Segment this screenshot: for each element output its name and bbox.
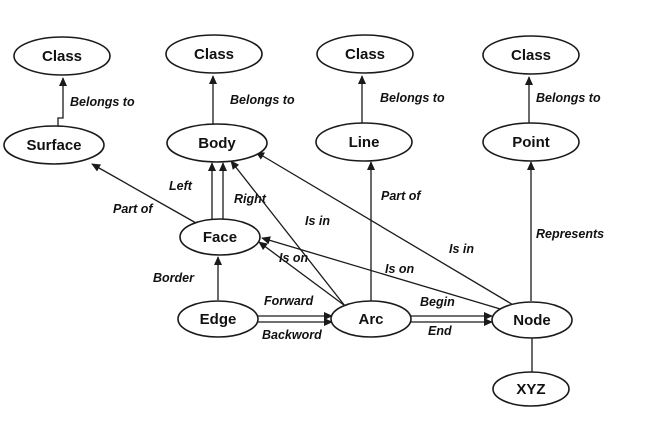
- edge-label-face-surface: Part of: [113, 202, 154, 216]
- node-label-surface: Surface: [26, 137, 81, 154]
- node-label-xyz: XYZ: [516, 381, 545, 398]
- edge-line-node-body: [255, 151, 516, 307]
- node-label-body: Body: [198, 135, 236, 152]
- edge-label-node-body: Is in: [449, 242, 474, 256]
- node-shape-class3: [316, 34, 414, 74]
- node-class2: Class: [165, 34, 263, 74]
- node-shape-class1: [13, 36, 111, 76]
- node-shape-edge: [177, 300, 259, 338]
- node-shape-arc: [330, 300, 412, 338]
- node-label-class3: Class: [345, 46, 385, 63]
- node-class4: Class: [482, 35, 580, 75]
- edge-arc-line: Part of: [366, 161, 422, 301]
- node-face: Face: [179, 218, 261, 256]
- node-shape-line: [315, 122, 413, 162]
- edge-surface-class: Belongs to: [57, 77, 135, 126]
- edge-label-point-class: Belongs to: [536, 91, 601, 105]
- edge-edge-arc-backword: Backword: [258, 317, 333, 342]
- node-label-node: Node: [513, 312, 551, 329]
- edge-arc-body: Is in: [230, 160, 346, 307]
- edge-label-arc-line: Part of: [381, 189, 422, 203]
- edge-label-edge-arc-forward: Forward: [264, 294, 314, 308]
- node-label-point: Point: [512, 134, 550, 151]
- edge-point-class: Belongs to: [524, 76, 601, 123]
- edge-line-node-face: [261, 236, 508, 312]
- edge-body-class: Belongs to: [208, 75, 295, 124]
- edge-face-body-right: Right: [218, 162, 267, 219]
- edge-label-arc-node-begin: Begin: [420, 295, 455, 309]
- node-label-line: Line: [349, 134, 380, 151]
- edge-face-body-left: Left: [169, 162, 217, 219]
- node-shape-body: [166, 123, 268, 163]
- node-shape-class2: [165, 34, 263, 74]
- edge-line-face-surface: [91, 163, 197, 224]
- node-surface: Surface: [3, 125, 105, 165]
- edge-node-point: Represents: [526, 161, 604, 301]
- node-shape-point: [482, 122, 580, 162]
- edge-arc-face: Is on: [258, 241, 349, 309]
- edge-edge-arc-forward: Forward: [258, 294, 333, 321]
- edge-line-arc-body: [230, 160, 346, 307]
- node-label-class1: Class: [42, 48, 82, 65]
- node-arc: Arc: [330, 300, 412, 338]
- node-shape-surface: [3, 125, 105, 165]
- edge-line-class: Belongs to: [357, 75, 445, 123]
- node-point: Point: [482, 122, 580, 162]
- node-shape-class4: [482, 35, 580, 75]
- node-line: Line: [315, 122, 413, 162]
- node-label-class4: Class: [511, 47, 551, 64]
- node-shape-face: [179, 218, 261, 256]
- edge-line-arc-face: [258, 241, 349, 309]
- edge-label-arc-node-end: End: [428, 324, 452, 338]
- edge-label-face-body-right: Right: [234, 192, 267, 206]
- node-class3: Class: [316, 34, 414, 74]
- edge-label-edge-arc-backword: Backword: [262, 328, 322, 342]
- node-label-class2: Class: [194, 46, 234, 63]
- edge-node-face: Is on: [261, 236, 508, 312]
- edge-label-edge-face: Border: [153, 271, 195, 285]
- node-body: Body: [166, 123, 268, 163]
- edge-label-arc-face: Is on: [279, 251, 309, 265]
- edge-node-body: Is in: [255, 151, 516, 307]
- node-xyz: XYZ: [492, 371, 570, 407]
- edge-arc-node-begin: Begin: [411, 295, 493, 321]
- node-label-arc: Arc: [358, 311, 383, 328]
- edges: Belongs to Belongs to Belongs to Belongs to…: [57, 75, 604, 372]
- node-edge: Edge: [177, 300, 259, 338]
- edge-edge-face: Border: [153, 256, 223, 300]
- node-shape-node: [491, 301, 573, 339]
- edge-label-body-class: Belongs to: [230, 93, 295, 107]
- node-label-face: Face: [203, 229, 237, 246]
- node-label-edge: Edge: [200, 311, 237, 328]
- edge-arc-node-end: End: [411, 317, 493, 338]
- edge-label-arc-body: Is in: [305, 214, 330, 228]
- node-class1: Class: [13, 36, 111, 76]
- edge-label-surface-class: Belongs to: [70, 95, 135, 109]
- node-node: Node: [491, 301, 573, 339]
- edge-face-surface: Part of: [91, 163, 197, 224]
- edge-label-line-class: Belongs to: [380, 91, 445, 105]
- edge-label-face-body-left: Left: [169, 179, 193, 193]
- edge-label-node-point: Represents: [536, 227, 604, 241]
- edge-label-node-face: Is on: [385, 262, 415, 276]
- node-shape-xyz: [492, 371, 570, 407]
- edge-line-surface-class: [57, 77, 68, 126]
